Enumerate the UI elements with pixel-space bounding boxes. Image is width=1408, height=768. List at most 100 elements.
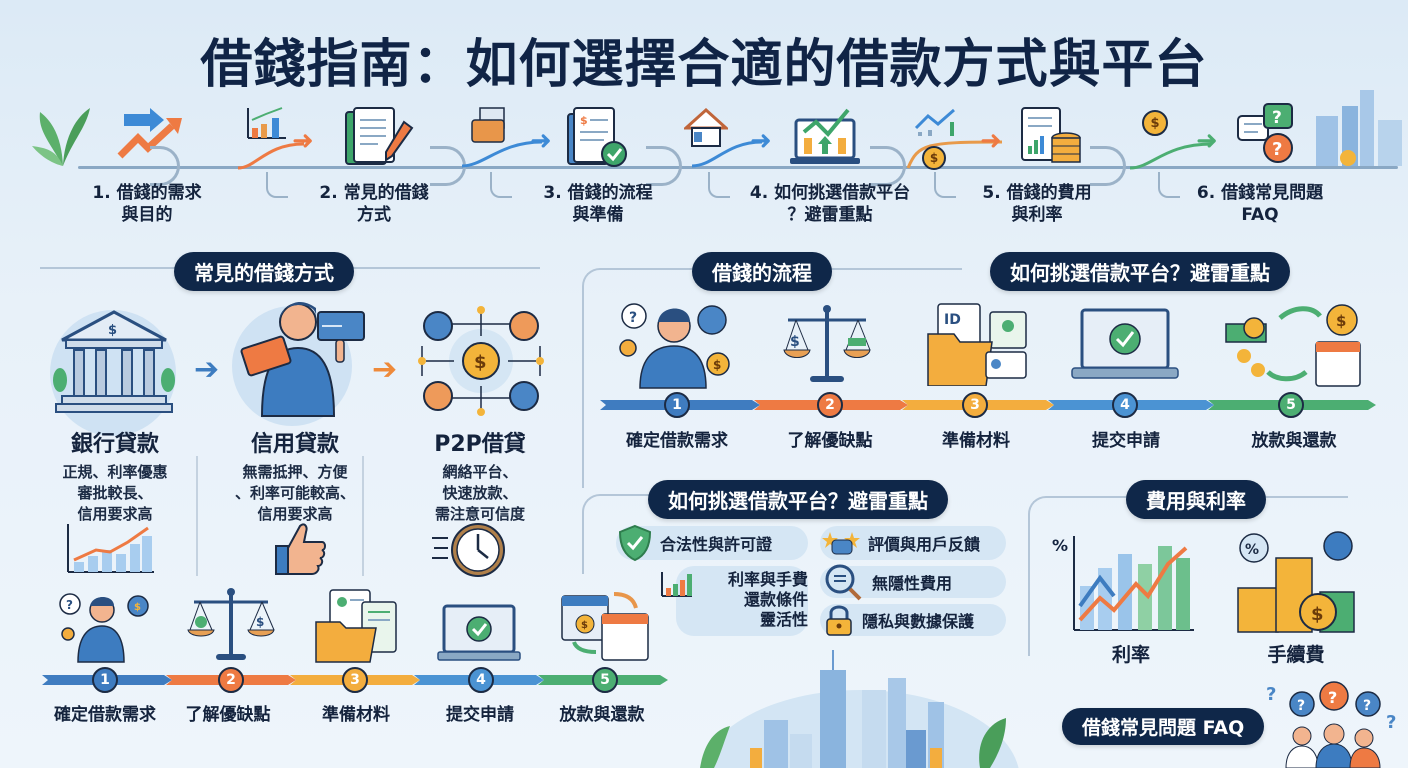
arrow-right-icon: ➔ [372, 352, 398, 387]
axis-label-percent: % [1052, 536, 1069, 555]
journey-curve [1129, 142, 1213, 170]
fee-item-label: 利率 [1111, 644, 1150, 666]
step-number-badge: 2 [218, 667, 244, 693]
process-step-label: 了解優缺點 [185, 705, 271, 725]
method-name: P2P借貸 [434, 432, 526, 457]
thinking-person-icon: ? $ [619, 303, 730, 389]
section-title-process: 借錢的流程 [692, 252, 832, 291]
journey-connector [870, 146, 906, 186]
svg-text:?: ? [1328, 688, 1337, 707]
method-credit-loan[interactable]: 信用貸款 無需抵押、方便 、利率可能較高、 信用要求高 [210, 426, 380, 525]
svg-text:$: $ [108, 323, 117, 338]
tip-label-multiline: 利率與手費 還款條件 靈活性 [698, 570, 808, 630]
svg-text:$: $ [580, 114, 588, 127]
process-step-label: 提交申請 [1092, 431, 1160, 451]
method-description: 無需抵押、方便 、利率可能較高、 信用要求高 [210, 462, 380, 525]
svg-text:?: ? [1363, 698, 1371, 714]
desc-line: 正規、利率優惠 [62, 463, 168, 481]
svg-text:$: $ [1311, 604, 1324, 625]
padlock-icon [826, 605, 852, 636]
journey-step-4[interactable]: 4. 如何挑選借款平台 ？避雷重點 [730, 182, 930, 226]
thinking-person-icon: ? $ [59, 593, 149, 663]
step-number-badge: 1 [92, 667, 118, 693]
method-name: 信用貸款 [250, 432, 339, 457]
journey-arrow-icon: ➜ [292, 126, 314, 156]
journey-step-5[interactable]: 5. 借錢的費用 與利率 [962, 182, 1112, 226]
desc-line: 快速放款、 [442, 484, 518, 502]
svg-text:$: $ [474, 352, 487, 373]
journey-step-1[interactable]: 1. 借錢的需求 與目的 [72, 182, 222, 226]
calendar-repayment-icon: $ [561, 592, 649, 661]
balance-scale-icon: $ [187, 588, 275, 660]
svg-text:ID: ID [944, 312, 961, 328]
desc-line: 、利率可能較高、 [234, 484, 355, 502]
process-step-label: 了解優缺點 [787, 431, 873, 451]
tip-rates-terms[interactable]: 利率與手費 還款條件 靈活性 [676, 566, 808, 636]
growth-chart-icon [67, 524, 154, 573]
method-name: 銀行貸款 [70, 432, 159, 457]
method-p2p-lending[interactable]: P2P借貸 網絡平台、 快速放款、 需注意可信度 [400, 426, 560, 525]
process-step-label: 確定借款需求 [626, 431, 728, 451]
divider [196, 456, 198, 576]
stars-review-icon [822, 532, 860, 555]
journey-step-title: 5. 借錢的費用 [982, 183, 1092, 203]
section-title-platform-top: 如何挑選借款平台？避雷重點 [990, 252, 1290, 291]
journey-step-subtitle: 方式 [357, 205, 391, 226]
desc-line: 審批較長、 [77, 484, 153, 502]
desc-line: 信用要求高 [77, 505, 153, 523]
arrow-right-icon: ➔ [194, 352, 220, 387]
journey-bracket [1158, 172, 1180, 198]
tip-hidden-fees[interactable]: 無隱性費用 [820, 564, 1006, 601]
process-step-label: 確定借款需求 [54, 705, 156, 725]
desc-line: 無需抵押、方便 [242, 463, 348, 481]
fee-item-label: 手續費 [1267, 644, 1325, 666]
shield-check-icon [618, 524, 652, 562]
method-description: 網絡平台、 快速放款、 需注意可信度 [400, 462, 560, 525]
journey-curve [237, 142, 305, 170]
process-step-label: 放款與還款 [1251, 431, 1337, 451]
mini-bar-chart-icon [247, 107, 286, 139]
report-coins-icon [1021, 107, 1081, 163]
section-frame [582, 494, 682, 574]
journey-arrow-icon: ➜ [1196, 126, 1218, 156]
section-title-fees: 費用與利率 [1126, 480, 1266, 519]
svg-text:$: $ [1336, 312, 1346, 330]
tip-legality[interactable]: 合法性與許可證 [616, 524, 808, 562]
journey-curve [691, 140, 763, 168]
journey-arrow-icon: ➜ [530, 126, 552, 156]
city-skyline-illustration [700, 650, 1019, 768]
journey-baseline [78, 166, 1398, 169]
tip-reviews[interactable]: 評價與用戶反饋 [820, 526, 1006, 560]
journey-bracket [490, 172, 512, 198]
bank-icon: $ [53, 310, 175, 413]
journey-step-title: 4. 如何挑選借款平台 [749, 183, 911, 203]
section-title-methods: 常見的借錢方式 [174, 252, 354, 291]
tip-label: 無隱性費用 [872, 574, 953, 593]
faq-title-button[interactable]: 借錢常見問題 FAQ [1062, 708, 1265, 745]
desc-line: 網絡平台、 [442, 463, 518, 481]
journey-curve [461, 140, 543, 168]
people-questions-icon: ? ? ? ? ? [1266, 681, 1396, 768]
balance-scale-icon: $ [783, 305, 871, 382]
step-number-badge: 3 [342, 667, 368, 693]
journey-connector [150, 146, 180, 186]
svg-text:?: ? [1266, 684, 1276, 705]
wallet-icon [471, 107, 505, 143]
journey-step-6[interactable]: 6. 借錢常見問題 FAQ [1180, 182, 1340, 226]
svg-text:$: $ [256, 615, 264, 629]
method-bank-loan[interactable]: 銀行貸款 正規、利率優惠 審批較長、 信用要求高 [40, 426, 190, 525]
city-skyline-icon [1316, 90, 1402, 166]
journey-bracket [266, 172, 288, 198]
journey-bracket [708, 172, 730, 198]
desc-line: 信用要求高 [257, 505, 333, 523]
coin-stacks-icon: % $ [1237, 531, 1355, 633]
document-check-icon: $ [567, 107, 627, 167]
mini-trend-icon [914, 108, 955, 136]
svg-text:$: $ [581, 620, 588, 631]
tip-privacy[interactable]: 隱私與數據保護 [820, 604, 1006, 636]
svg-text:$: $ [713, 358, 721, 372]
process-step-label: 提交申請 [446, 705, 514, 725]
journey-step-3[interactable]: 3. 借錢的流程 與準備 [518, 182, 678, 226]
journey-step-2[interactable]: 2. 常見的借錢 方式 [294, 182, 454, 226]
laptop-check-icon [1071, 308, 1179, 379]
